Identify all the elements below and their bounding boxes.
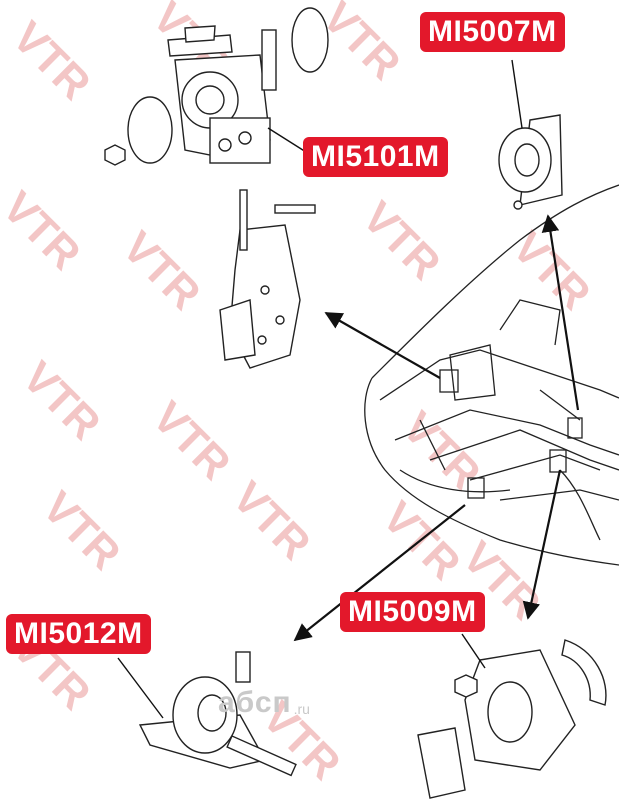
watermark-text: VTR: [0, 182, 90, 279]
watermark-text: VTR: [393, 402, 490, 499]
engine-mount-icon: [417, 639, 607, 799]
watermark-text: VTR: [353, 192, 450, 289]
arrow-icon: [293, 214, 580, 642]
watermark-text: VTR: [13, 352, 110, 449]
arrow-line: [541, 214, 580, 411]
bolt-icon: [239, 189, 248, 251]
part-label-mi5012m: MI5012M: [6, 614, 151, 654]
site-logo: абсп .ru: [218, 688, 310, 718]
label-leaders: [117, 59, 523, 719]
leader-line: [267, 127, 307, 153]
engine-mount-icon: [498, 114, 563, 210]
watermark-text: VTR: [113, 222, 210, 319]
part-label-mi5101m: MI5101M: [303, 137, 448, 177]
watermark-text: VTR: [3, 12, 100, 109]
nut-icon: [454, 674, 478, 698]
bolt-icon: [235, 651, 251, 683]
logo-main-text: абсп: [218, 686, 292, 719]
bracket-icon: [219, 189, 316, 369]
part-label-mi5009m: MI5009M: [340, 592, 485, 632]
car-engine-bay-icon: [364, 184, 619, 566]
arrow-line: [522, 469, 562, 620]
nut-icon: [104, 144, 126, 166]
bolt-icon: [274, 204, 316, 214]
leader-line: [117, 657, 164, 719]
engine-mount-icon: [104, 7, 329, 166]
watermark-text: VTR: [33, 482, 130, 579]
leader-line: [461, 633, 486, 669]
arrow-line: [324, 312, 441, 379]
watermark-text: VTR: [223, 472, 320, 569]
bolt-icon: [226, 735, 297, 777]
arrow-line: [293, 504, 466, 642]
part-label-mi5007m: MI5007M: [420, 12, 565, 52]
engine-mount-icon: [138, 651, 297, 777]
logo-suffix-text: .ru: [293, 701, 310, 717]
watermark-text: VTR: [143, 392, 240, 489]
leader-line: [511, 59, 523, 129]
